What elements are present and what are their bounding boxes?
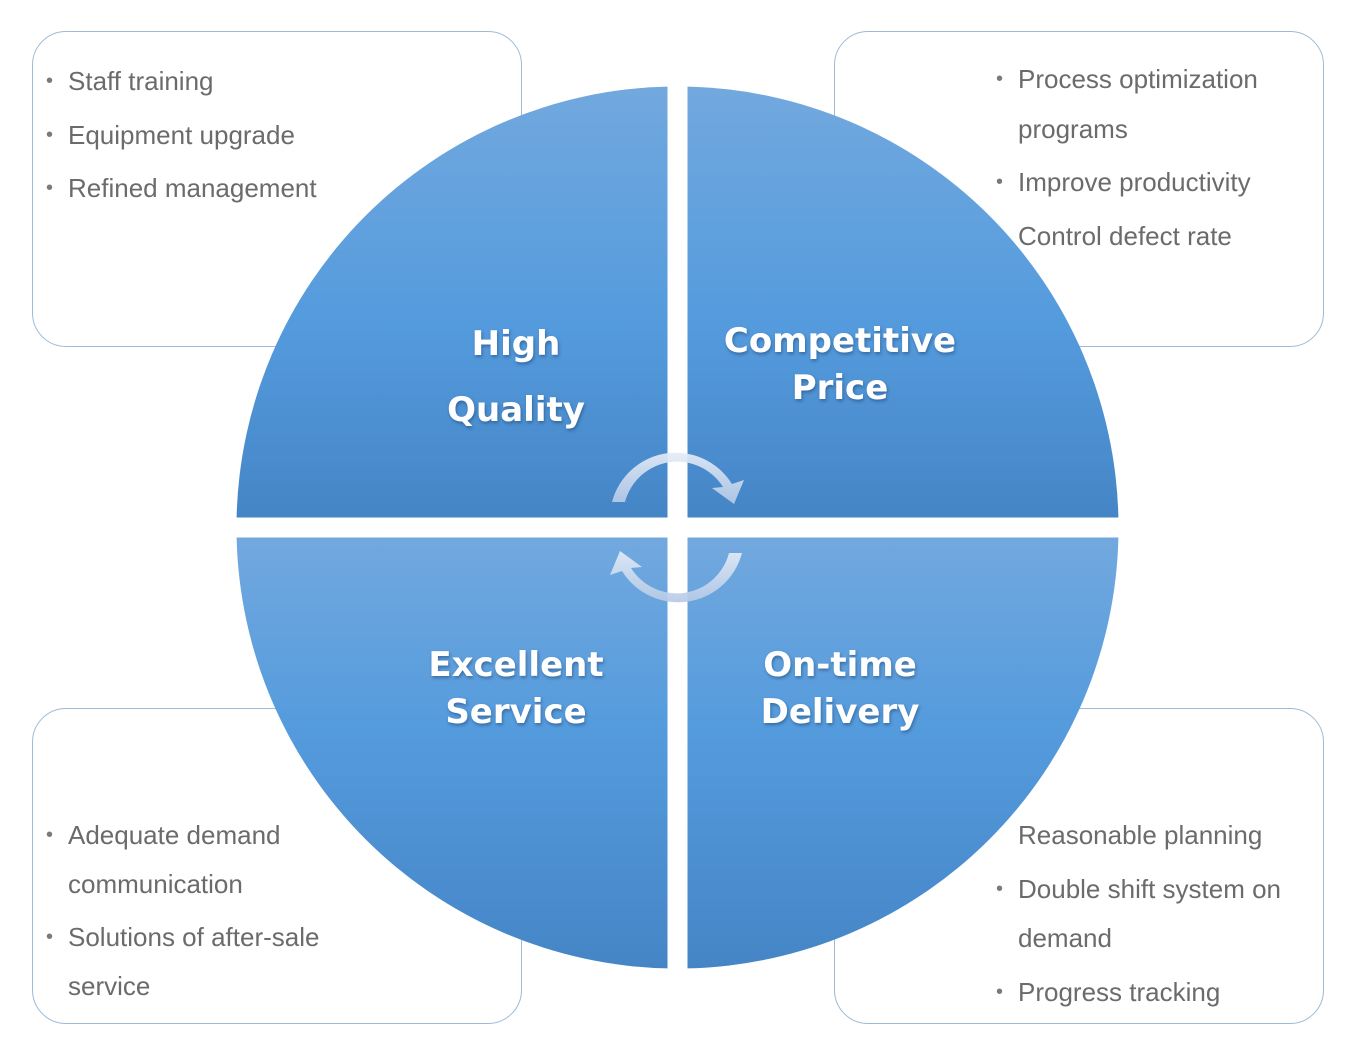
- list-item: Adequate demand: [46, 811, 319, 860]
- cycle-arrow-icon: [610, 452, 744, 603]
- list-competitive-price: Process optimization programs Improve pr…: [996, 55, 1258, 261]
- list-item: Solutions of after-sale: [46, 913, 319, 962]
- title-excellent-service: Excellent Service: [366, 642, 666, 736]
- list-excellent-service: Adequate demand communication Solutions …: [46, 811, 319, 1011]
- list-item: Improve productivity: [996, 158, 1258, 208]
- list-high-quality: Staff training Equipment upgrade Refined…: [46, 55, 317, 216]
- list-item: service: [68, 971, 151, 1001]
- quadrant-on-time-delivery: [687, 537, 1119, 969]
- list-item: Staff training: [46, 55, 317, 109]
- title-line: Competitive: [723, 321, 957, 361]
- list-item: Progress tracking: [996, 968, 1281, 1018]
- list-item: Equipment upgrade: [46, 109, 317, 163]
- list-item: communication: [68, 869, 243, 899]
- title-line: On-time: [763, 645, 917, 685]
- list-item: Reasonable planning: [1018, 820, 1263, 850]
- list-item: demand: [1018, 923, 1112, 953]
- list-item: Refined management: [46, 162, 317, 216]
- title-competitive-price: Competitive Price: [690, 318, 990, 412]
- quadrant-high-quality: [236, 86, 668, 518]
- title-line: High: [471, 324, 561, 364]
- title-high-quality: High Quality: [366, 311, 666, 443]
- list-on-time-delivery: Reasonable planning Double shift system …: [996, 811, 1281, 1017]
- title-line: Service: [445, 692, 587, 732]
- title-line: Excellent: [428, 645, 604, 685]
- quadrant-excellent-service: [236, 537, 668, 969]
- title-line: Price: [791, 368, 889, 408]
- list-item: Double shift system on: [996, 865, 1281, 915]
- quadrant-competitive-price: [687, 86, 1119, 518]
- list-item: Process optimization: [996, 55, 1258, 105]
- title-line: Quality: [447, 390, 585, 430]
- title-on-time-delivery: On-time Delivery: [690, 642, 990, 736]
- title-line: Delivery: [760, 692, 920, 732]
- list-item: programs: [1018, 113, 1128, 144]
- list-item: Control defect rate: [1018, 220, 1232, 251]
